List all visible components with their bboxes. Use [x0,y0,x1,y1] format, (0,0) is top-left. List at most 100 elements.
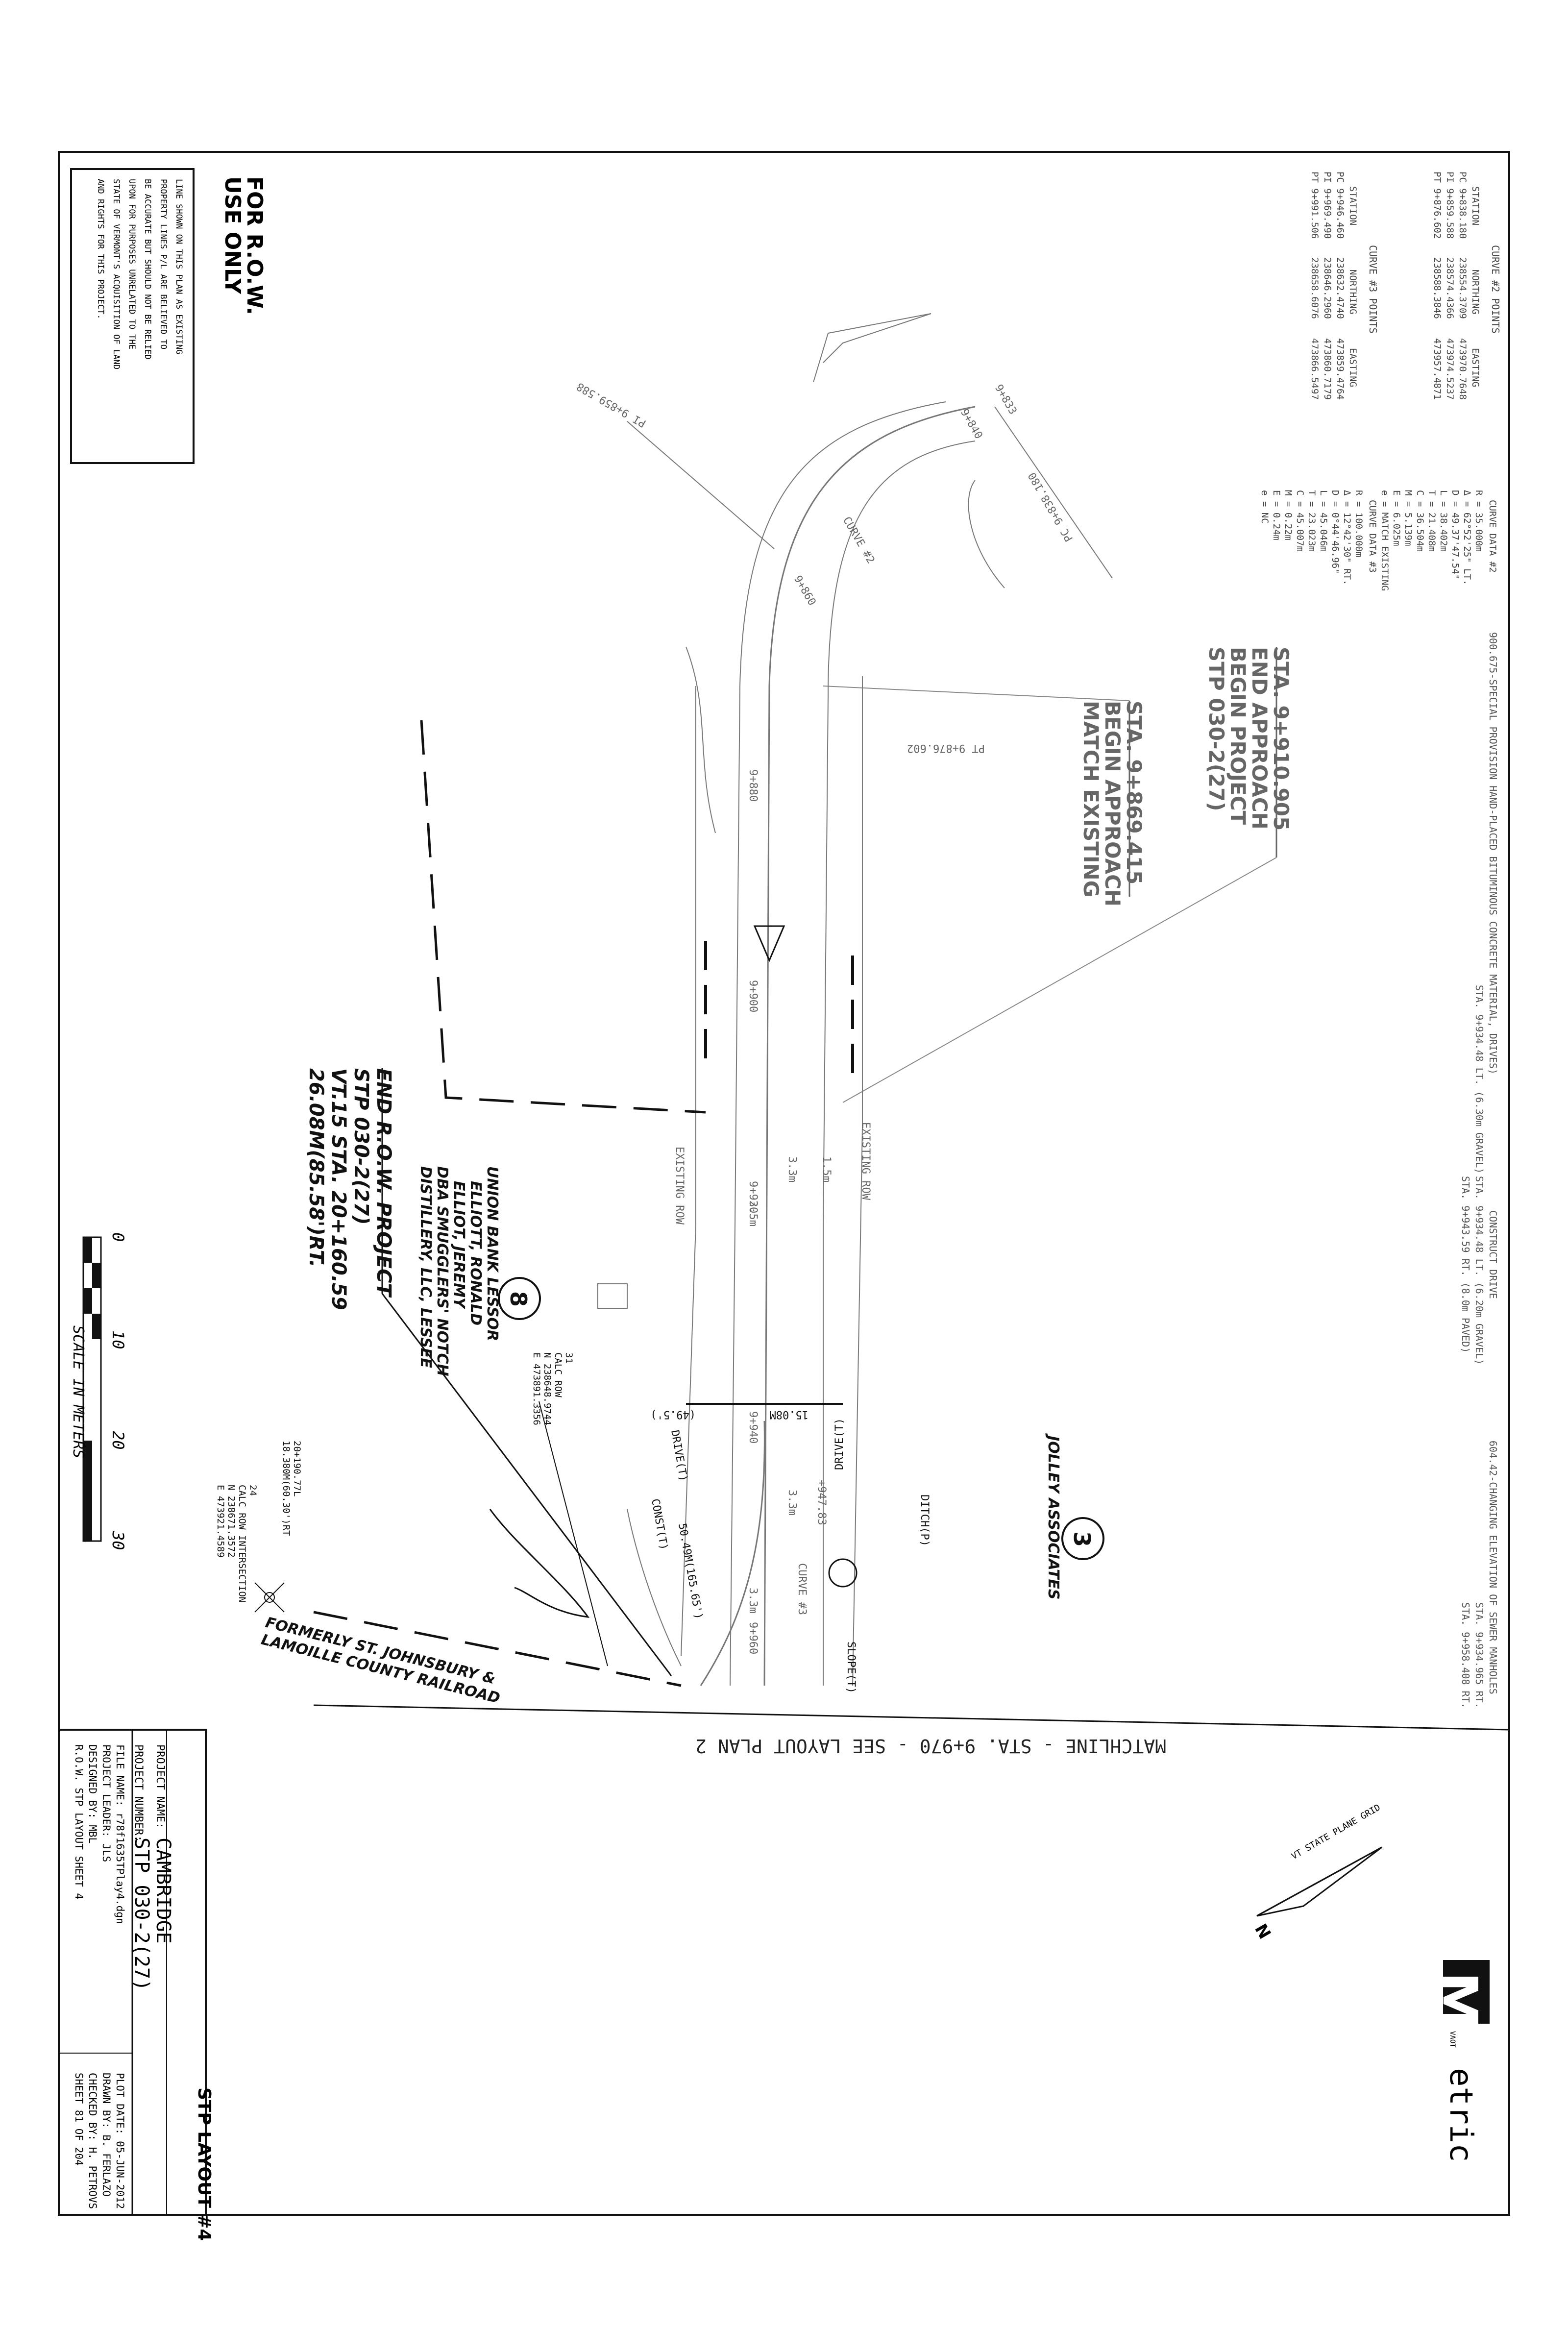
sta-9960: 9+960 [747,1622,759,1654]
row-heading-1: FOR R.O.W. [242,176,267,315]
title-block: STP LAYOUT #4 PROJECT NAME: CAMBRIDGE PR… [58,1729,214,2241]
parcel-8-line: UNION BANK LESSOR [484,1166,501,1341]
curve3-data-line: D = 0°44'46.96" [1330,490,1341,574]
row-note-line: LINE SHOWN ON THIS PLAN AS EXISTING [174,179,184,354]
dashed-boundary [420,720,706,1114]
note-construct-line: STA. 9+934.48 LT. (6.20m GRAVEL) [1473,1176,1485,1365]
roadway-linework [313,313,1113,1687]
calc-24-marker [264,1592,275,1603]
curve2-data-line: E = 6.025m [1391,490,1402,546]
matchline: MATCHLINE - STA. 9+970 - SEE LAYOUT PLAN… [313,1704,1510,1757]
note-604-line: STA. 9+958.408 RT. [1460,1602,1471,1709]
end-approach-line: STP 030-2(27) [1204,647,1228,811]
curve3-data-line: T = 23.023m [1306,490,1317,552]
curve2-data-line: L = 38.402m [1438,490,1449,552]
parcel-8-line: ELLIOT, JEREMY [450,1181,467,1310]
grid-label: VT STATE PLANE GRID [1290,1802,1382,1862]
sta-947: +947.83 [815,1480,828,1525]
north-arrow: N VT STATE PLANE GRID [1250,1802,1382,1942]
designed-by: DESIGNED BY: MBL [87,1744,98,1843]
width-label: 3.3m [786,1156,798,1182]
slope-label: SLOPE(T) [845,1642,857,1693]
property-line [994,406,1113,579]
calc-24-offset: 18.380M(60.30')RT [281,1441,292,1536]
calc-31-line: N 238648.9744 [542,1352,553,1425]
note-604-line: STA. 9+934.965 RT. [1473,1602,1485,1709]
railroad-curve [489,1509,590,1618]
end-row-line: END R.O.W. PROJECT [372,1068,395,1298]
curve3-data-line: C = 45.007m [1295,490,1305,552]
curve3-data-line: L = 45.046m [1318,490,1329,552]
sheet-title: STP LAYOUT #4 [194,2087,214,2241]
curve3-label: CURVE #3 [796,1563,808,1615]
sheet-number: SHEET 81 OF 204 [73,2073,85,2166]
curve3-header: NORTHING [1348,270,1358,315]
row-line-left [681,686,696,1657]
sta-9840: 9+840 [958,407,985,441]
parcel-3-circle [1061,1517,1104,1560]
drive-lt: DRIVE(T) [668,1429,689,1483]
curve3-header: EASTING [1348,348,1358,387]
note-construct-line: CONSTRUCT DRIVE [1487,1210,1499,1299]
curve3-row: PC 9+946.460 [1335,172,1346,239]
calc-24-line: CALC ROW INTERSECTION [237,1485,247,1602]
sheet-border [58,151,1510,2216]
existing-feature [968,480,1005,588]
pi-label: PI 9+859.588 [575,380,648,429]
construction-lt: CONST(T) [649,1498,670,1551]
calc-31-line: 31 [564,1352,574,1364]
scale-tick: 0 [109,1232,127,1242]
width-label: 1.5m [820,1156,833,1182]
row-note-line: PROPERTY LINES P/L ARE BELIEVED TO [158,179,168,349]
calc-31-line: E 473891.3356 [531,1352,542,1425]
property-line [627,421,775,549]
scale-bar: 0 10 20 30 SCALE IN METERS [70,1232,127,1550]
curve2-row: PI 9+859.588 [1445,172,1455,239]
curve2-label: CURVE #2 [840,515,877,566]
curve2-header: STATION [1470,186,1481,225]
manhole [828,1558,858,1588]
parcel-8-circle [498,1277,541,1320]
width-label: 3.3m [786,1490,798,1516]
curve-tables: CURVE #2 POINTS STATION NORTHING EASTING… [1259,172,1501,591]
sta-9920: 9+920 [747,1181,759,1213]
matchline-label: MATCHLINE - STA. 9+970 - SEE LAYOUT PLAN… [695,1735,1166,1757]
project-leader: PROJECT LEADER: JLS [100,1744,112,1862]
construction-notes: 900.675-SPECIAL PROVISION HAND-PLACED BI… [1460,632,1499,1709]
control-triangle [753,925,785,962]
end-approach-line: END APPROACH [1248,647,1272,830]
note-900-line: STA. 9+934.48 LT. (6.30m GRAVEL) [1473,985,1485,1174]
curve3-data-line: e = NC [1259,490,1270,524]
drive-rt: DRIVE(T) [833,1418,846,1470]
curve2-row: 238574.4366 [1445,257,1455,319]
dimension-5049: 50.49M(165.65') [676,1522,705,1620]
begin-approach-line: MATCH EXISTING [1079,701,1103,897]
road-edge-left [730,401,946,1686]
curve2-points-title: CURVE #2 POINTS [1490,245,1501,334]
curve2-row: 473974.5237 [1445,338,1455,400]
railroad-row [313,1611,682,1687]
curve3-data-line: Δ = 12°42'30" RT. [1342,490,1352,585]
calc-24-line: 24 [247,1485,258,1496]
file-name: FILE NAME: r78f1635TPlay4.dgn [114,1744,126,1924]
curve2-row: 238588.3846 [1432,257,1443,319]
note-900-line: 900.675-SPECIAL PROVISION HAND-PLACED BI… [1487,632,1499,1075]
calc-points: 31 CALC ROW N 238648.9744 E 473891.3356 … [215,1352,608,1666]
sta-9900: 9+900 [747,980,759,1012]
calc-24-offset: 20+190.77L [292,1441,302,1496]
scale-tick: 30 [109,1531,127,1550]
metric-logo: M VAOT etric [1421,1960,1490,2162]
pt-label: PT 9+876.602 [907,742,985,754]
parcel-8-line: DISTILLERY, LLC, LESSEE [417,1166,434,1368]
curve2-row: 473957.4871 [1432,338,1443,400]
width-label: 3.3m [747,1588,759,1614]
curve3-data-title: CURVE DATA #3 [1367,500,1378,573]
scale-tick: 20 [109,1431,127,1450]
structure [597,1283,628,1309]
checked-by: CHECKED BY: H. PETROVS [87,2073,98,2209]
sta-9860: 9+860 [791,574,818,608]
dimension-1508: 15.08M [770,1408,808,1421]
sta-9833: 9+833 [992,383,1019,417]
parcel-8-number: 8 [505,1291,532,1307]
width-label: 3.5m [747,1200,759,1226]
